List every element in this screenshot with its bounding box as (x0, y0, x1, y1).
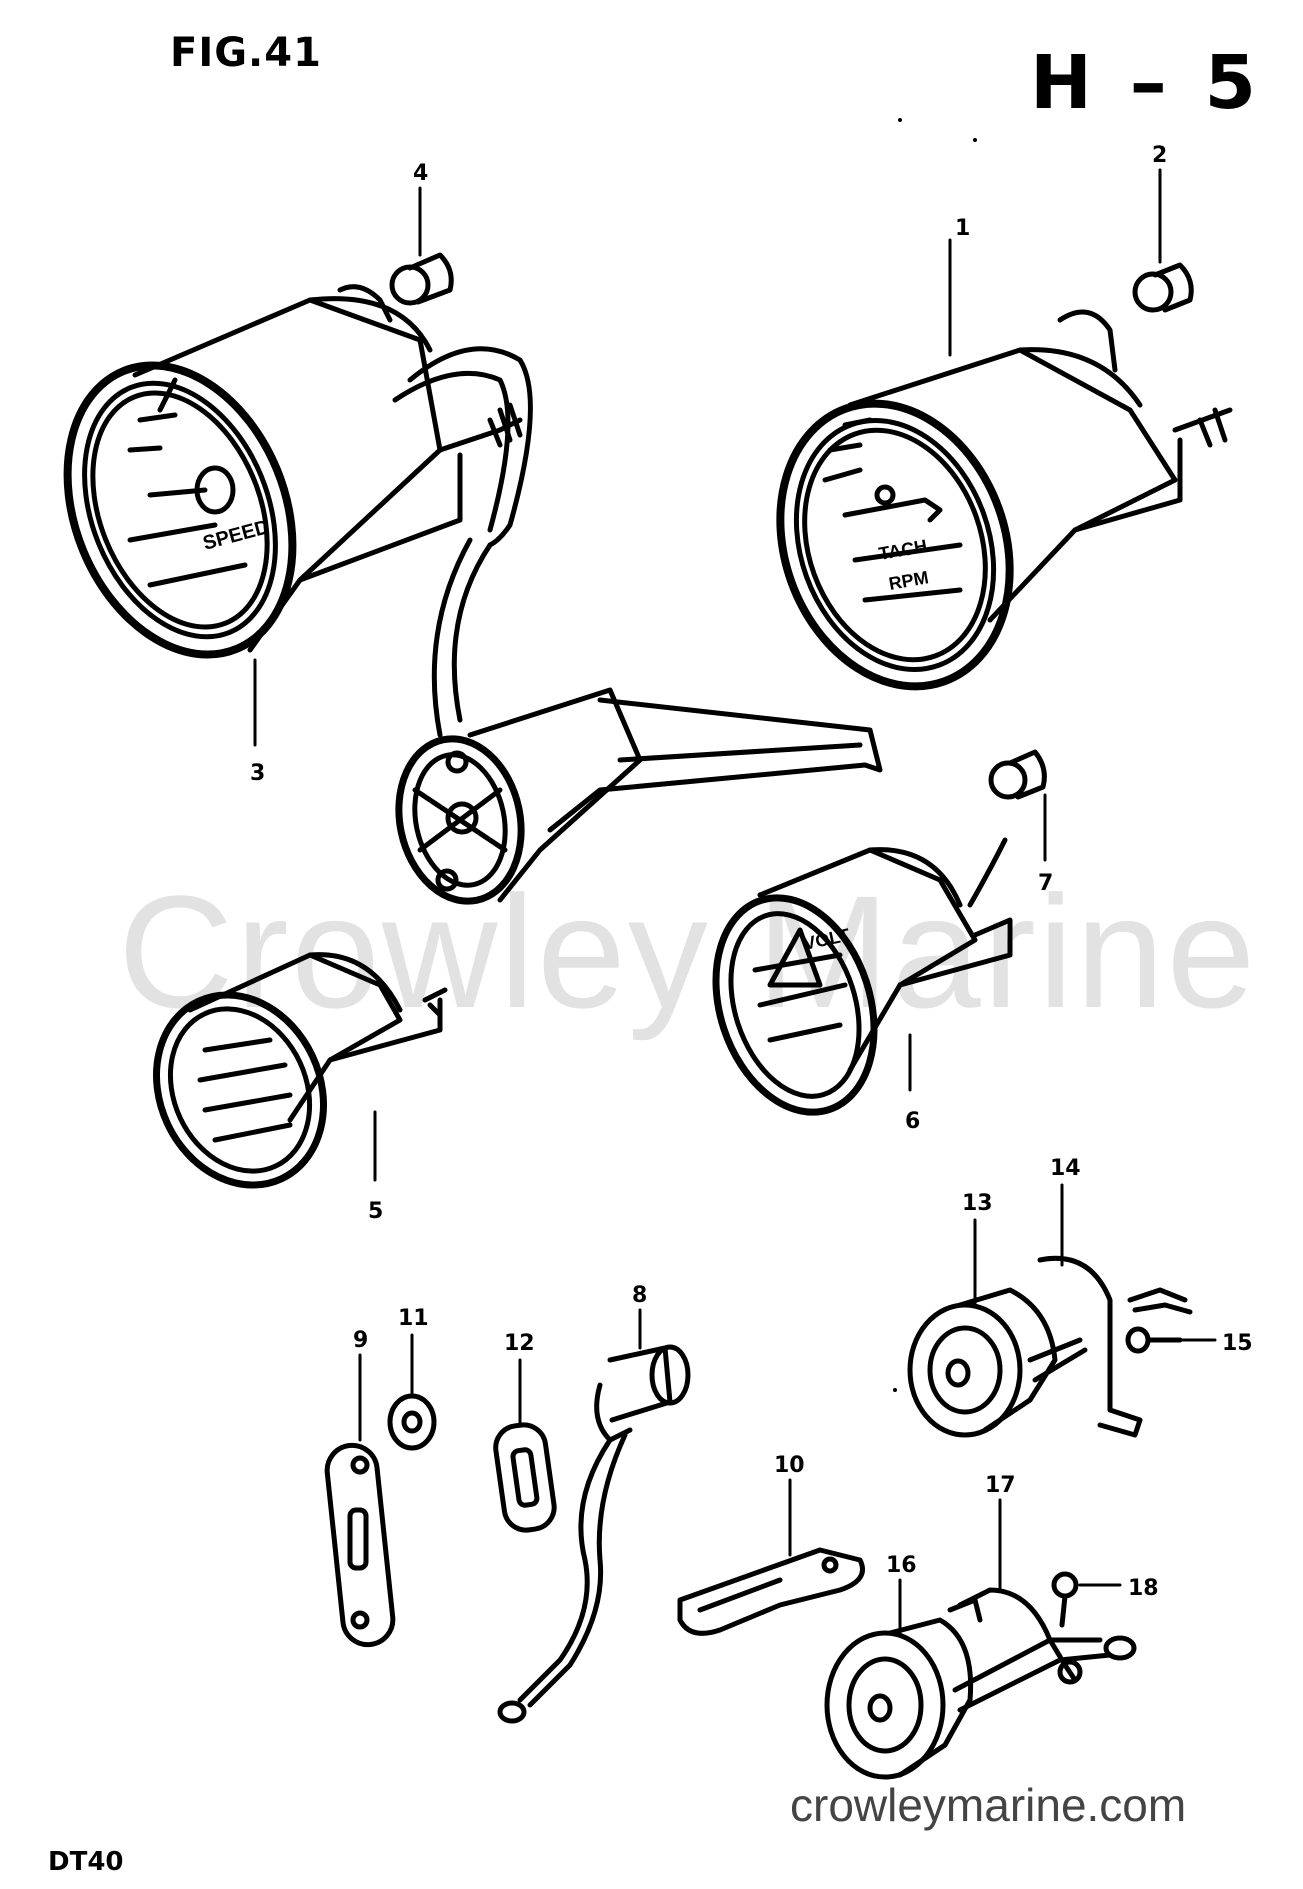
callout-5: 5 (368, 1199, 383, 1224)
tacho-face-text-2: RPM (887, 567, 930, 594)
pitot-hose (392, 346, 533, 738)
clamp-14 (1037, 1255, 1193, 1438)
watermark: Crowley Marine (118, 862, 1258, 1041)
gasket-12 (493, 1422, 557, 1533)
website-url: crowleymarine.com (790, 1779, 1187, 1831)
callout-17: 17 (985, 1473, 1016, 1498)
plate-9 (324, 1442, 396, 1648)
callout-8: 8 (632, 1283, 647, 1308)
voltmeter-gauge: VOLT (712, 837, 1013, 1116)
callout-18: 18 (1128, 1576, 1159, 1601)
scan-specks (893, 118, 977, 1392)
callout-1: 1 (955, 216, 970, 241)
callout-4: 4 (413, 161, 428, 186)
bulb-7 (988, 749, 1047, 800)
speedometer-gauge: SPEED (63, 284, 523, 659)
buzzer-13 (907, 1287, 1088, 1438)
tachometer-gauge: TACH RPM (776, 309, 1233, 691)
washer-11 (387, 1393, 437, 1451)
speedo-face-text: SPEED (201, 516, 272, 555)
callout-11: 11 (398, 1306, 429, 1331)
bracket-10 (677, 1547, 865, 1636)
callout-9: 9 (353, 1328, 368, 1353)
callout-2: 2 (1152, 143, 1167, 168)
screw-18 (1051, 1571, 1079, 1628)
callout-14: 14 (1050, 1156, 1081, 1181)
bulb-4 (389, 252, 454, 306)
clamp-17 (947, 1587, 1083, 1685)
leader-lines (253, 168, 1217, 1637)
callout-3: 3 (250, 761, 265, 786)
callout-16: 16 (886, 1553, 917, 1578)
callout-10: 10 (774, 1453, 805, 1478)
buzzer-16 (824, 1617, 1137, 1780)
volt-face-text: VOLT (802, 925, 852, 954)
figure-label: FIG.41 (170, 30, 322, 76)
section-code: H – 5 (1030, 40, 1262, 126)
callout-15: 15 (1222, 1331, 1253, 1356)
callout-13: 13 (962, 1191, 993, 1216)
speedo-pickup (395, 687, 883, 905)
screw-15 (1125, 1326, 1183, 1354)
socket-8 (497, 1344, 691, 1724)
hour-meter-gauge (152, 952, 448, 1189)
callout-7: 7 (1038, 871, 1053, 896)
model-label: DT40 (48, 1847, 124, 1877)
bulb-2 (1132, 262, 1194, 313)
callout-12: 12 (504, 1331, 535, 1356)
callout-6: 6 (905, 1109, 920, 1134)
tacho-face-text-1: TACH (877, 536, 928, 564)
